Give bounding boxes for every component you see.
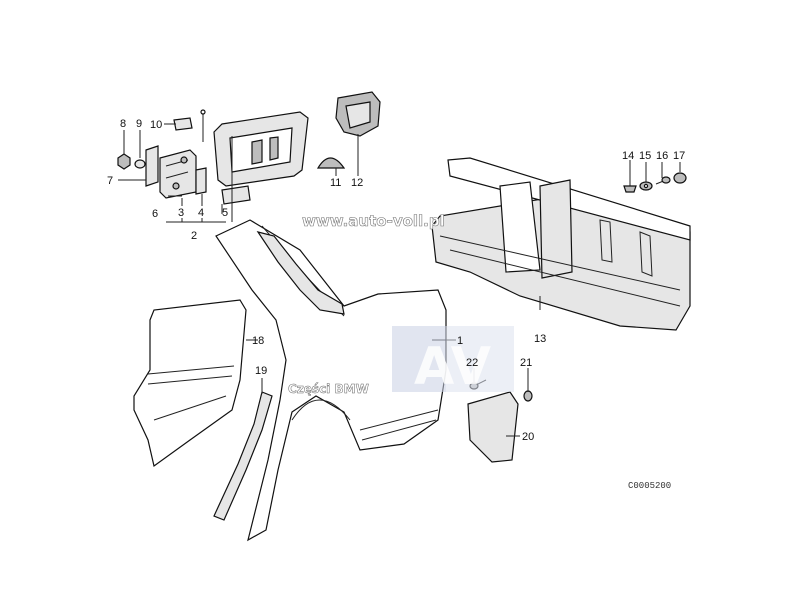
callout-18: 18 <box>252 335 264 347</box>
callout-22: 22 <box>466 357 478 369</box>
part-clip-9 <box>134 159 146 169</box>
part-door-skin-18 <box>133 299 247 468</box>
part-washer-15 <box>639 181 653 191</box>
callout-13: 13 <box>534 333 546 345</box>
part-bracket-4 <box>195 167 207 195</box>
callout-19: 19 <box>255 365 267 377</box>
callout-15: 15 <box>639 150 651 162</box>
callout-4: 4 <box>198 207 204 219</box>
callout-5: 5 <box>222 207 228 219</box>
part-screw-21 <box>523 390 533 402</box>
callout-2: 2 <box>191 230 197 242</box>
callout-14: 14 <box>622 150 634 162</box>
watermark-logo-box <box>392 326 446 392</box>
part-arch-trim-19 <box>213 391 273 521</box>
callout-1: 1 <box>457 335 463 347</box>
callout-12: 12 <box>351 177 363 189</box>
watermark-url: www.auto-voll.pl <box>302 212 445 230</box>
part-clip-10 <box>173 109 206 142</box>
callout-8: 8 <box>120 118 126 130</box>
part-screw-14 <box>623 170 637 193</box>
part-screw-16 <box>655 176 671 185</box>
part-nut-8 <box>117 153 131 170</box>
callout-9: 9 <box>136 118 142 130</box>
watermark-caption: Części BMW <box>288 382 369 396</box>
callouts: 1 2 3 4 5 6 7 8 9 10 11 12 13 14 15 16 1… <box>107 118 685 443</box>
callout-6: 6 <box>152 208 158 220</box>
part-bracket-20 <box>467 391 519 463</box>
callout-3: 3 <box>178 207 184 219</box>
callout-17: 17 <box>673 150 685 162</box>
watermark: www.auto-voll.pl AV Części BMW <box>288 212 514 397</box>
leader-lines <box>118 123 681 437</box>
part-fuel-flap-5 <box>213 111 309 205</box>
drawing-code: C0005200 <box>628 481 671 491</box>
part-plate-7 <box>145 145 159 187</box>
callout-10: 10 <box>150 119 162 131</box>
part-cap-17 <box>673 172 687 184</box>
watermark-logo-letters: AV <box>414 337 491 397</box>
callout-7: 7 <box>107 175 113 187</box>
part-cap-11 <box>316 157 346 169</box>
part-hinge-3 <box>159 149 197 199</box>
callout-16: 16 <box>656 150 668 162</box>
part-rear-panel-13 <box>431 157 691 331</box>
part-housing-12 <box>335 91 381 137</box>
part-side-panel-1 <box>215 219 447 542</box>
watermark-logo-box-2 <box>446 326 514 392</box>
callout-20: 20 <box>522 431 534 443</box>
callout-11: 11 <box>330 177 341 189</box>
callout-21: 21 <box>520 357 532 369</box>
